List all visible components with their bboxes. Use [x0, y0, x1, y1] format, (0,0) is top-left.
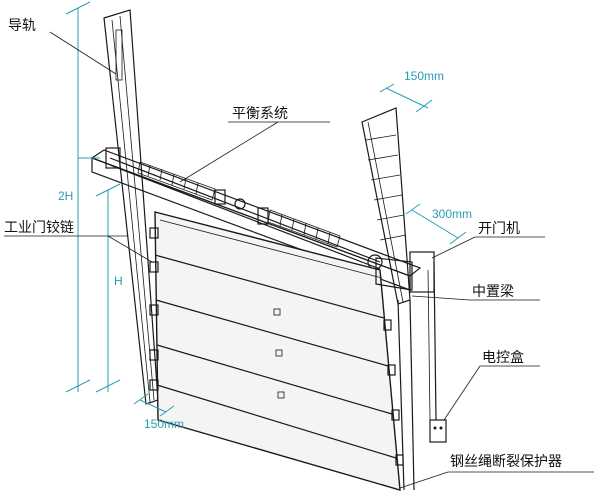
door-panels — [154, 211, 401, 491]
label-guide-rail: 导轨 — [8, 18, 36, 34]
dimension-bottom-150 — [133, 393, 175, 417]
dimension-top-150 — [379, 83, 433, 113]
dim-label-top-150: 150mm — [404, 69, 444, 83]
label-cable-break-protector: 钢丝绳断裂保护器 — [450, 454, 562, 470]
leader-opener — [431, 236, 476, 259]
label-balance-system: 平衡系统 — [232, 106, 288, 122]
label-opener: 开门机 — [478, 221, 520, 237]
label-middle-beam: 中置梁 — [472, 284, 514, 300]
opener-assembly — [375, 251, 437, 421]
dim-label-h: H — [114, 274, 123, 288]
dim-label-300: 300mm — [432, 207, 472, 221]
balance-spring-shaft — [105, 147, 383, 270]
leader-protector — [399, 471, 449, 489]
leader-hinge — [107, 235, 153, 263]
dimension-300 — [405, 203, 467, 245]
leader-balance-system — [179, 121, 279, 183]
control-box-shape — [429, 419, 447, 443]
left-vertical-track — [103, 9, 159, 405]
label-industrial-hinge: 工业门铰链 — [4, 220, 74, 236]
leader-middle-beam — [411, 295, 471, 301]
leader-control-box — [443, 365, 481, 421]
leader-guide-rail — [49, 31, 117, 75]
hinge-marks — [149, 227, 404, 466]
dimension-h-line — [78, 157, 121, 393]
label-control-box: 电控盒 — [482, 349, 524, 366]
dimension-2h-line — [65, 1, 91, 393]
dim-label-2h: 2H — [58, 189, 73, 203]
dim-label-bottom-150: 150mm — [144, 417, 184, 431]
